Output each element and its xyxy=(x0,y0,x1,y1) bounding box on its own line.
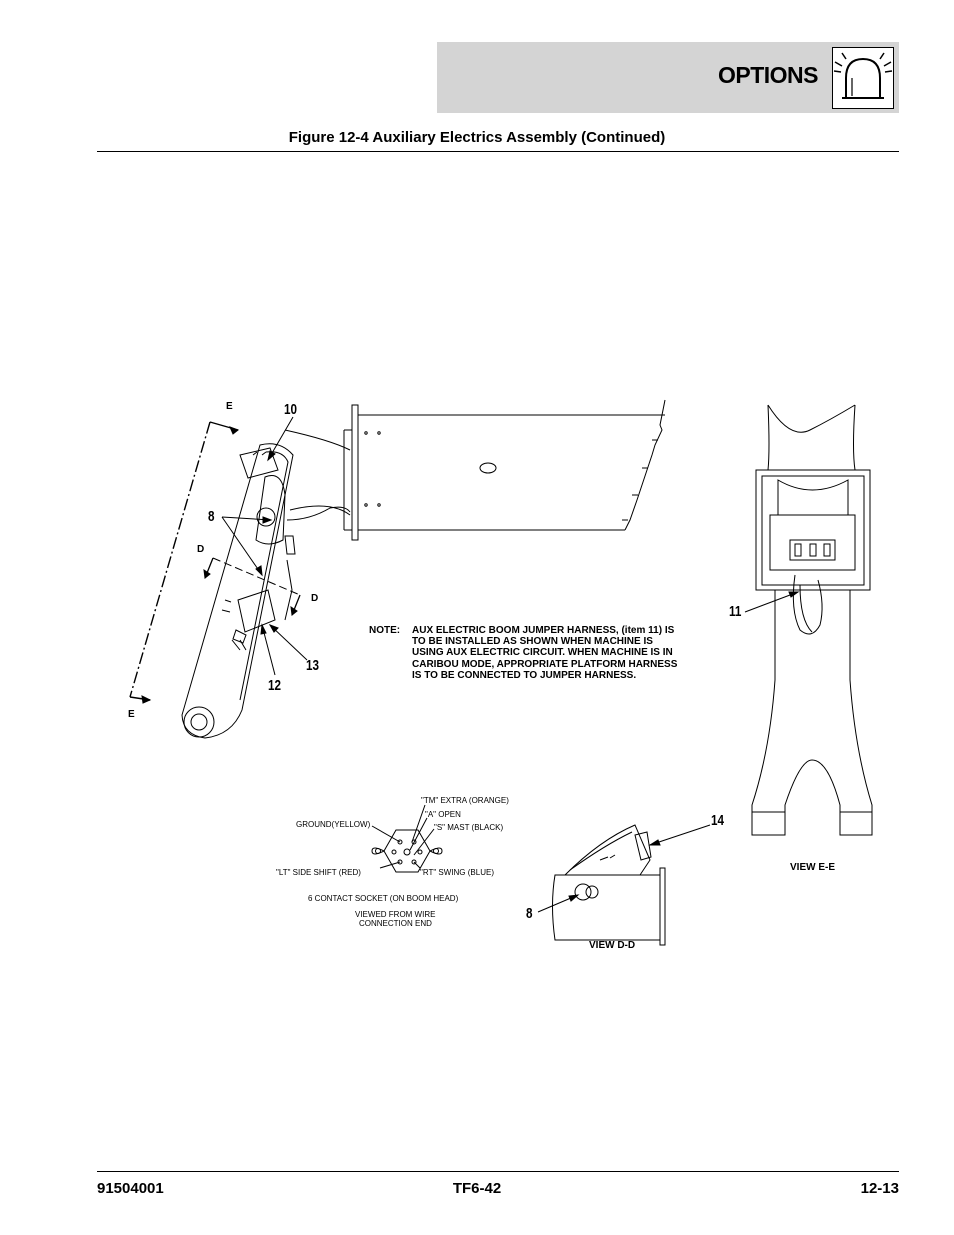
section-letter-d-right: D xyxy=(311,593,319,604)
callout-10: 10 xyxy=(284,401,298,418)
beacon-light-icon xyxy=(832,47,894,109)
section-letter-d-left: D xyxy=(197,544,205,555)
socket-label-ground: GROUND(YELLOW) xyxy=(296,820,371,829)
note-line: USING AUX ELECTRIC CIRCUIT. WHEN MACHINE… xyxy=(412,647,673,659)
callout-8-view: 8 xyxy=(526,905,533,922)
figure-title: Figure 12-4 Auxiliary Electrics Assembly… xyxy=(288,129,666,146)
socket-label-s: "S" MAST (BLACK) xyxy=(434,823,504,832)
section-title: OPTIONS xyxy=(718,62,819,88)
socket-label-lt: "LT" SIDE SHIFT (RED) xyxy=(276,868,361,877)
note-label: NOTE: xyxy=(369,625,401,636)
view-dd-label: VIEW D-D xyxy=(589,940,636,951)
note-line: TO BE INSTALLED AS SHOWN WHEN MACHINE IS xyxy=(412,636,653,648)
note-line: CARIBOU MODE, APPROPRIATE PLATFORM HARNE… xyxy=(412,658,678,670)
footer-model: TF6-42 xyxy=(452,1180,502,1197)
callout-8-boom: 8 xyxy=(208,508,215,525)
footer-page-number: 12-13 xyxy=(860,1180,899,1197)
footer-document-number: 91504001 xyxy=(97,1180,164,1197)
socket-label-tm: "TM" EXTRA (ORANGE) xyxy=(421,796,509,805)
section-letter-e-top: E xyxy=(226,401,233,412)
socket-label-rt: "RT" SWING (BLUE) xyxy=(420,868,494,877)
callout-12: 12 xyxy=(268,677,282,694)
socket-label-a: "A" OPEN xyxy=(425,810,461,819)
callout-14: 14 xyxy=(711,812,725,829)
callout-11: 11 xyxy=(729,603,742,620)
view-ee-label: VIEW E-E xyxy=(790,862,836,873)
section-header: OPTIONS xyxy=(437,42,899,113)
note-line: AUX ELECTRIC BOOM JUMPER HARNESS, (item … xyxy=(412,625,675,636)
socket-viewed-line-2: CONNECTION END xyxy=(359,919,432,928)
section-letter-e-bottom: E xyxy=(128,709,135,720)
header-rule xyxy=(97,151,899,152)
footer-rule xyxy=(97,1171,899,1172)
callout-13: 13 xyxy=(306,657,320,674)
socket-viewed-line-1: VIEWED FROM WIRE xyxy=(355,910,436,919)
socket-caption: 6 CONTACT SOCKET (ON BOOM HEAD) xyxy=(308,894,459,903)
note-line: IS TO BE CONNECTED TO JUMPER HARNESS. xyxy=(412,669,637,681)
